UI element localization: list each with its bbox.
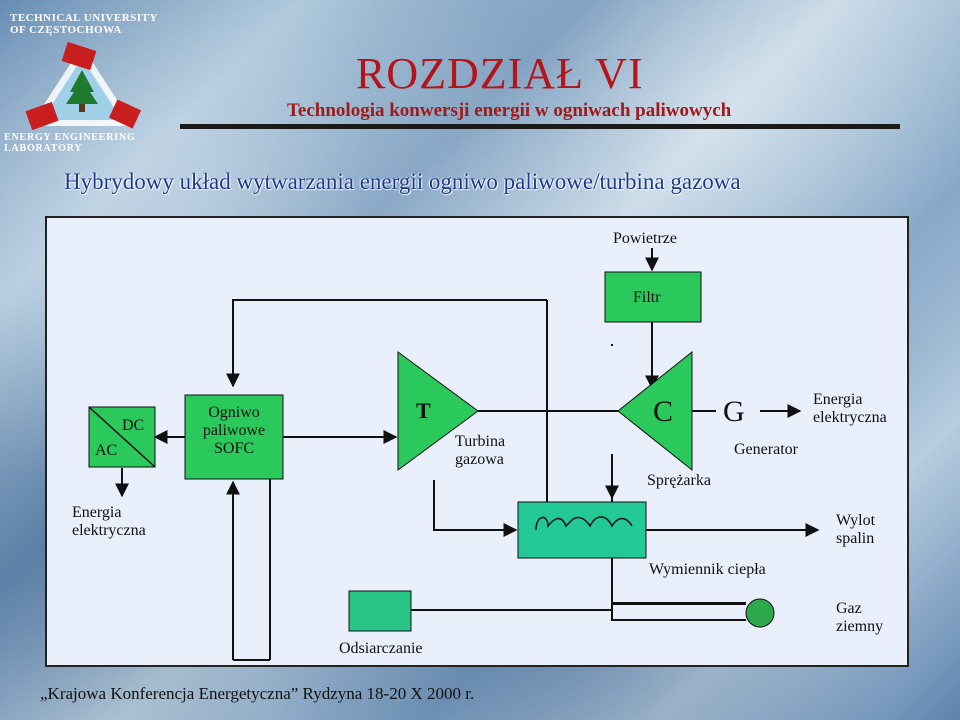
fuel-cell-label: Ogniwo paliwowe SOFC: [185, 404, 283, 458]
university-logo: [25, 41, 142, 130]
chapter-title: ROZDZIAŁ VI: [356, 49, 644, 98]
university-line-1: TECHNICAL UNIVERSITY: [10, 12, 158, 24]
inverter-ac-label: AC: [95, 442, 118, 459]
header-rule: [180, 124, 900, 129]
fuel-cell-box: [184, 394, 284, 480]
compressor-letter: C: [653, 395, 674, 428]
generator-letter: G: [723, 395, 745, 428]
turbine-letter: T: [416, 398, 431, 423]
energy-right-line-2: elektryczna: [813, 409, 887, 426]
turbine-label-line-1: Turbina: [455, 433, 506, 450]
filter-label: Filtr: [633, 289, 661, 306]
heat-exchanger-box: [517, 501, 647, 559]
slide-title: Hybrydowy układ wytwarzania energii ogni…: [64, 169, 741, 194]
university-line-2: OF CZĘSTOCHOWA: [10, 24, 122, 36]
lab-name: ENERGY ENGINEERING LABORATORY: [4, 132, 136, 154]
inverter-dc-label: DC: [122, 417, 145, 434]
compressor-label: Sprężarka: [647, 472, 711, 489]
turbine-label: Turbina gazowa: [455, 433, 505, 469]
heat-exchanger-coil: [535, 516, 633, 531]
energy-right-line-1: Energia: [813, 391, 863, 408]
desulfurization-label: Odsiarczanie: [339, 640, 423, 657]
air-label: Powietrze: [613, 230, 677, 247]
footer-conference: „Krajowa Konferencja Energetyczna” Rydzy…: [40, 684, 475, 703]
desulfurization-box: [348, 590, 412, 632]
energy-left-line-2: elektryczna: [72, 522, 146, 539]
university-name: TECHNICAL UNIVERSITY OF CZĘSTOCHOWA: [10, 12, 158, 36]
air-to-fuel-cell-line: [226, 299, 547, 388]
turbine-to-exchanger-line: [433, 480, 518, 537]
fuel-cell-label-line-2: paliwowe: [202, 422, 266, 439]
exhaust-label: Wylot spalin: [836, 512, 875, 548]
exhaust-label-line-2: spalin: [836, 530, 875, 547]
inverter-diagonal: [88, 406, 156, 468]
energy-output-left-label: Energia elektryczna: [72, 504, 146, 540]
fuel-cell-label-line-3: SOFC: [213, 440, 255, 457]
compressor-shape: [617, 350, 693, 472]
turbine-label-line-2: gazowa: [455, 451, 504, 468]
gas-source-circle: [745, 598, 775, 628]
gas-label-line-2: ziemny: [836, 618, 884, 635]
lab-line-1: ENERGY ENGINEERING: [4, 132, 136, 143]
heat-exchanger-label: Wymiennik ciepła: [649, 561, 766, 578]
gas-label-line-1: Gaz: [836, 600, 862, 617]
energy-output-right-label: Energia elektryczna: [813, 391, 887, 427]
filter-box: [604, 271, 702, 323]
energy-left-line-1: Energia: [72, 504, 122, 521]
lab-line-2: LABORATORY: [4, 143, 83, 154]
exhaust-label-line-1: Wylot: [836, 512, 876, 529]
chapter-subtitle: Technologia konwersji energii w ogniwach…: [287, 100, 732, 121]
generator-label: Generator: [734, 441, 798, 458]
turbine-shape: [397, 351, 479, 471]
fuel-cell-label-line-1: Ogniwo: [208, 404, 260, 421]
gas-label: Gaz ziemny: [836, 600, 883, 636]
